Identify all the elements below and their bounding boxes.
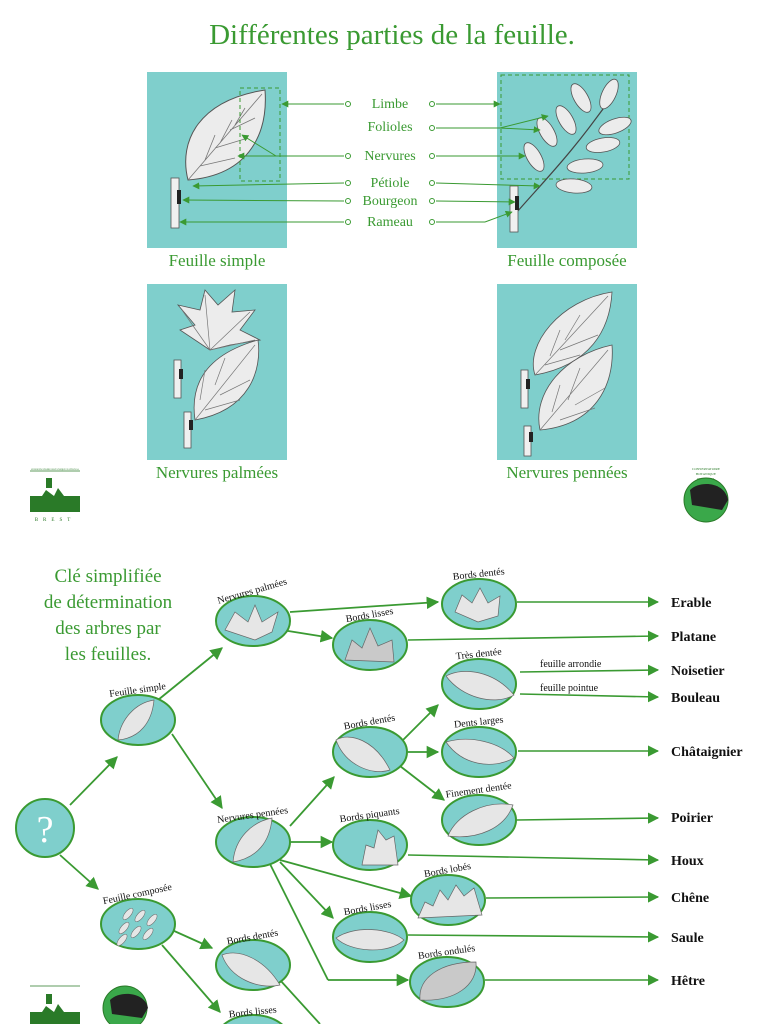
label-folioles: Folioles (367, 114, 549, 135)
svg-text:Bords dentés: Bords dentés (452, 566, 505, 582)
label-petiole: Pétiole (192, 176, 541, 191)
node-bords-ondules: Bords ondulés (409, 943, 485, 1008)
node-palm-bords-lisses: Bords lisses (332, 606, 408, 671)
node-pen-bords-lisses: Bords lisses (332, 899, 408, 963)
tree-saule: Saule (671, 931, 704, 946)
logo-cbn-right-bottom (102, 985, 148, 1024)
panel-nervures-palmees (147, 284, 287, 460)
svg-text:Dents larges: Dents larges (454, 714, 505, 730)
logo-cbn-left-bottom (30, 985, 80, 1024)
tree-poirier: Poirier (671, 811, 713, 826)
svg-text:Nervures: Nervures (364, 149, 415, 164)
svg-text:Folioles: Folioles (367, 120, 412, 135)
node-finement-dentee: Finement dentée (441, 780, 517, 846)
node-dents-larges: Dents larges (441, 714, 517, 778)
node-comp-bords-lisses: Bords lisses (223, 1005, 283, 1024)
panel-feuille-simple (147, 72, 287, 248)
svg-text:Limbe: Limbe (372, 97, 409, 112)
node-tres-dentee: Très dentée (441, 647, 517, 710)
svg-text:Clé simplifiée: Clé simplifiée (54, 566, 161, 587)
folioles-shapes (523, 78, 632, 194)
label-nervures: Nervures (237, 134, 526, 164)
node-palm-bords-dentes: Bords dentés (441, 566, 517, 630)
svg-text:Bourgeon: Bourgeon (363, 194, 418, 209)
sublabel-feuille-pointue: feuille pointue (540, 683, 599, 694)
tree-names: Erable Platane Noisetier Bouleau Châtaig… (671, 596, 743, 989)
svg-text:?: ? (37, 809, 54, 851)
label-rameau: Rameau (179, 210, 513, 230)
logo-cbn-right: CONSERVATOIRE BOTANIQUE NATIONAL DE BRES… (683, 467, 729, 523)
svg-text:Bords lisses: Bords lisses (228, 1005, 277, 1021)
svg-text:BOTANIQUE: BOTANIQUE (696, 472, 716, 476)
node-feuille-composee: Feuille composée (100, 882, 176, 950)
tree-leads (407, 596, 660, 986)
tree-erable: Erable (671, 596, 711, 611)
svg-text:Pétiole: Pétiole (371, 176, 410, 191)
key-connectors (59, 596, 445, 1024)
caption-nervures-pennees: Nervures pennées (506, 463, 627, 482)
tree-bouleau: Bouleau (671, 691, 720, 706)
tree-houx: Houx (671, 854, 704, 869)
caption-feuille-composee: Feuille composée (507, 251, 626, 270)
svg-text:des arbres par: des arbres par (55, 618, 161, 639)
node-bords-lobes: Bords lobés (410, 861, 486, 926)
label-limbe: Limbe (281, 97, 501, 112)
start-question-node: ? (15, 798, 75, 858)
node-pen-bords-dentes: Bords dentés (332, 713, 408, 778)
tree-platane: Platane (671, 630, 716, 645)
node-nervures-pennees: Nervures pennées (215, 805, 291, 868)
svg-text:de détermination: de détermination (44, 592, 173, 613)
caption-feuille-simple: Feuille simple (169, 251, 266, 270)
svg-text:les feuilles.: les feuilles. (65, 644, 152, 665)
svg-text:BREST: BREST (35, 518, 76, 523)
tree-chataignier: Châtaignier (671, 745, 743, 760)
svg-text:CONSERVATOIRE: CONSERVATOIRE (692, 467, 720, 471)
tree-chene: Chêne (671, 891, 709, 906)
panel-nervures-pennees (497, 284, 637, 460)
node-nervures-palmees: Nervures palmées (215, 576, 291, 647)
tree-hetre: Hêtre (671, 974, 705, 989)
node-feuille-simple: Feuille simple (100, 681, 176, 746)
logo-cbn-left: CONSERVATOIRE BOTANIQUE NATIONAL BREST (30, 468, 80, 523)
panel-feuille-composee (497, 72, 637, 248)
tree-noisetier: Noisetier (671, 664, 725, 679)
svg-text:CONSERVATOIRE BOTANIQUE NATION: CONSERVATOIRE BOTANIQUE NATIONAL (31, 468, 80, 471)
page2-title: Clé simplifiée de détermination des arbr… (44, 566, 173, 665)
sublabel-feuille-arrondie: feuille arrondie (540, 659, 602, 670)
svg-text:Très dentée: Très dentée (455, 647, 502, 663)
node-bords-piquants: Bords piquants (332, 806, 408, 871)
node-comp-bords-dentes: Bords dentés (215, 928, 291, 991)
page1-title: Différentes parties de la feuille. (209, 19, 575, 51)
caption-nervures-palmees: Nervures palmées (156, 463, 278, 482)
svg-text:Rameau: Rameau (367, 215, 413, 230)
label-bourgeon: Bourgeon (182, 194, 516, 209)
part-labels: Limbe Folioles Nervures Pétiole (179, 97, 549, 230)
